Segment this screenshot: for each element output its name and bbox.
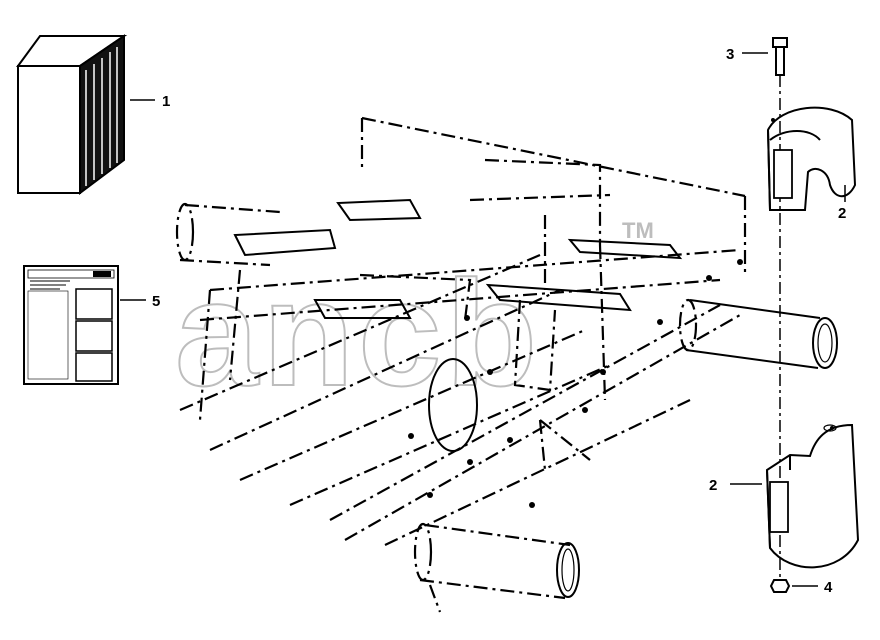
frame-assembly (175, 116, 838, 613)
callout-2-lower: 2 (709, 477, 717, 494)
manual-binder (16, 34, 128, 195)
callout-5: 5 (152, 293, 160, 310)
callout-4: 4 (824, 579, 833, 596)
callouts: 1 5 3 2 2 4 (120, 46, 846, 596)
lower-bearing-cap (765, 423, 860, 569)
callout-1: 1 (162, 93, 170, 110)
nut (769, 579, 791, 593)
watermark-trademark: TM (622, 218, 654, 243)
callout-2-upper: 2 (838, 205, 846, 222)
upper-bearing-cap (766, 106, 857, 211)
decal-sheet (23, 265, 119, 385)
callout-3: 3 (726, 46, 734, 63)
